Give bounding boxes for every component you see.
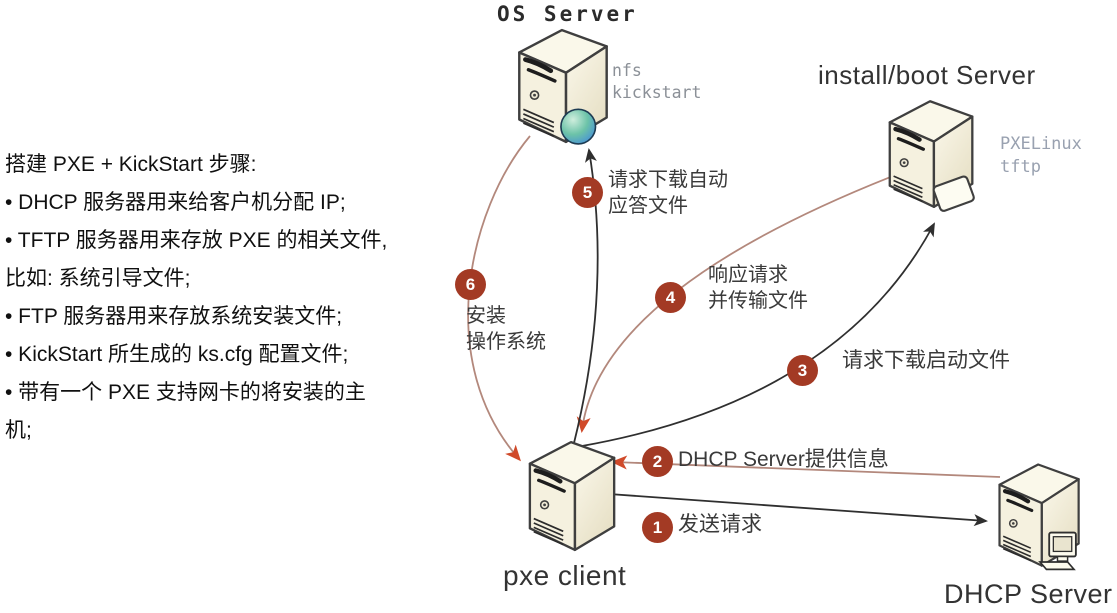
notes-title: 搭建 PXE + KickStart 步骤: <box>5 153 257 176</box>
step-label-1-line-1: 发送请求 <box>678 513 762 536</box>
os-server-tags: nfs kickstart <box>612 60 701 104</box>
step-label-2-line-1: DHCP Server提供信息 <box>678 448 889 471</box>
step-label-5-line-1: 请求下载自动 <box>608 169 728 191</box>
notes-panel: 搭建 PXE + KickStart 步骤: • DHCP 服务器用来给客户机分… <box>5 146 467 450</box>
step-label-4-line-1: 响应请求 <box>708 264 788 286</box>
step-label-6-line-1: 安装 <box>466 305 506 327</box>
pxe-client-title: pxe client <box>503 560 627 591</box>
arrow-step-3 <box>581 222 935 447</box>
step-label-1: 发送请求 <box>678 512 762 538</box>
boot-file-card-icon <box>932 175 975 212</box>
step-badge-6: 6 <box>455 269 486 300</box>
note-line-1: • DHCP 服务器用来给客户机分配 IP; <box>5 191 346 214</box>
install-boot-server-title: install/boot Server <box>818 60 1036 90</box>
install-boot-server-icon <box>884 94 975 212</box>
step-badge-4: 4 <box>655 282 686 313</box>
note-line-6: • 带有一个 PXE 支持网卡的将安装的主 <box>5 381 366 404</box>
step-label-4-line-2: 并传输文件 <box>708 290 808 312</box>
step-badge-1: 1 <box>642 512 673 543</box>
tag-kickstart: kickstart <box>612 83 702 102</box>
note-line-7: 机; <box>5 419 32 442</box>
step-label-5-line-2: 应答文件 <box>608 195 688 217</box>
step-label-6: 安装 操作系统 <box>466 303 546 355</box>
note-line-4: • FTP 服务器用来存放系统安装文件; <box>5 305 343 328</box>
tag-pxelinux: PXELinux <box>1000 134 1082 154</box>
arrow-step-2 <box>611 455 1001 478</box>
install-boot-server-tags: PXELinux tftp <box>1000 133 1082 179</box>
note-line-5: • KickStart 所生成的 ks.cfg 配置文件; <box>5 343 349 366</box>
globe-icon <box>560 108 597 145</box>
step-label-2: DHCP Server提供信息 <box>678 447 889 473</box>
step-label-3: 请求下载启动文件 <box>842 348 1010 374</box>
pxe-client-icon <box>524 436 622 558</box>
tag-nfs: nfs <box>612 61 642 80</box>
step-label-4: 响应请求 并传输文件 <box>708 262 808 314</box>
os-server-icon <box>513 24 615 145</box>
step-label-5: 请求下载自动 应答文件 <box>608 167 728 219</box>
step-label-3-line-1: 请求下载启动文件 <box>842 349 1010 372</box>
dhcp-server-title: DHCP Server <box>944 579 1113 609</box>
os-server-title: OS Server <box>497 2 638 26</box>
note-line-2: • TFTP 服务器用来存放 PXE 的相关文件, <box>5 229 388 252</box>
note-line-3: 比如: 系统引导文件; <box>5 267 191 290</box>
tag-tftp: tftp <box>1000 157 1041 177</box>
step-badge-3: 3 <box>787 355 818 386</box>
arrow-step-1 <box>608 493 988 527</box>
dhcp-server-icon <box>994 454 1086 571</box>
step-badge-2: 2 <box>642 446 673 477</box>
step-badge-5: 5 <box>572 177 603 208</box>
desktop-computer-icon <box>1038 531 1077 571</box>
step-label-6-line-2: 操作系统 <box>466 331 546 353</box>
